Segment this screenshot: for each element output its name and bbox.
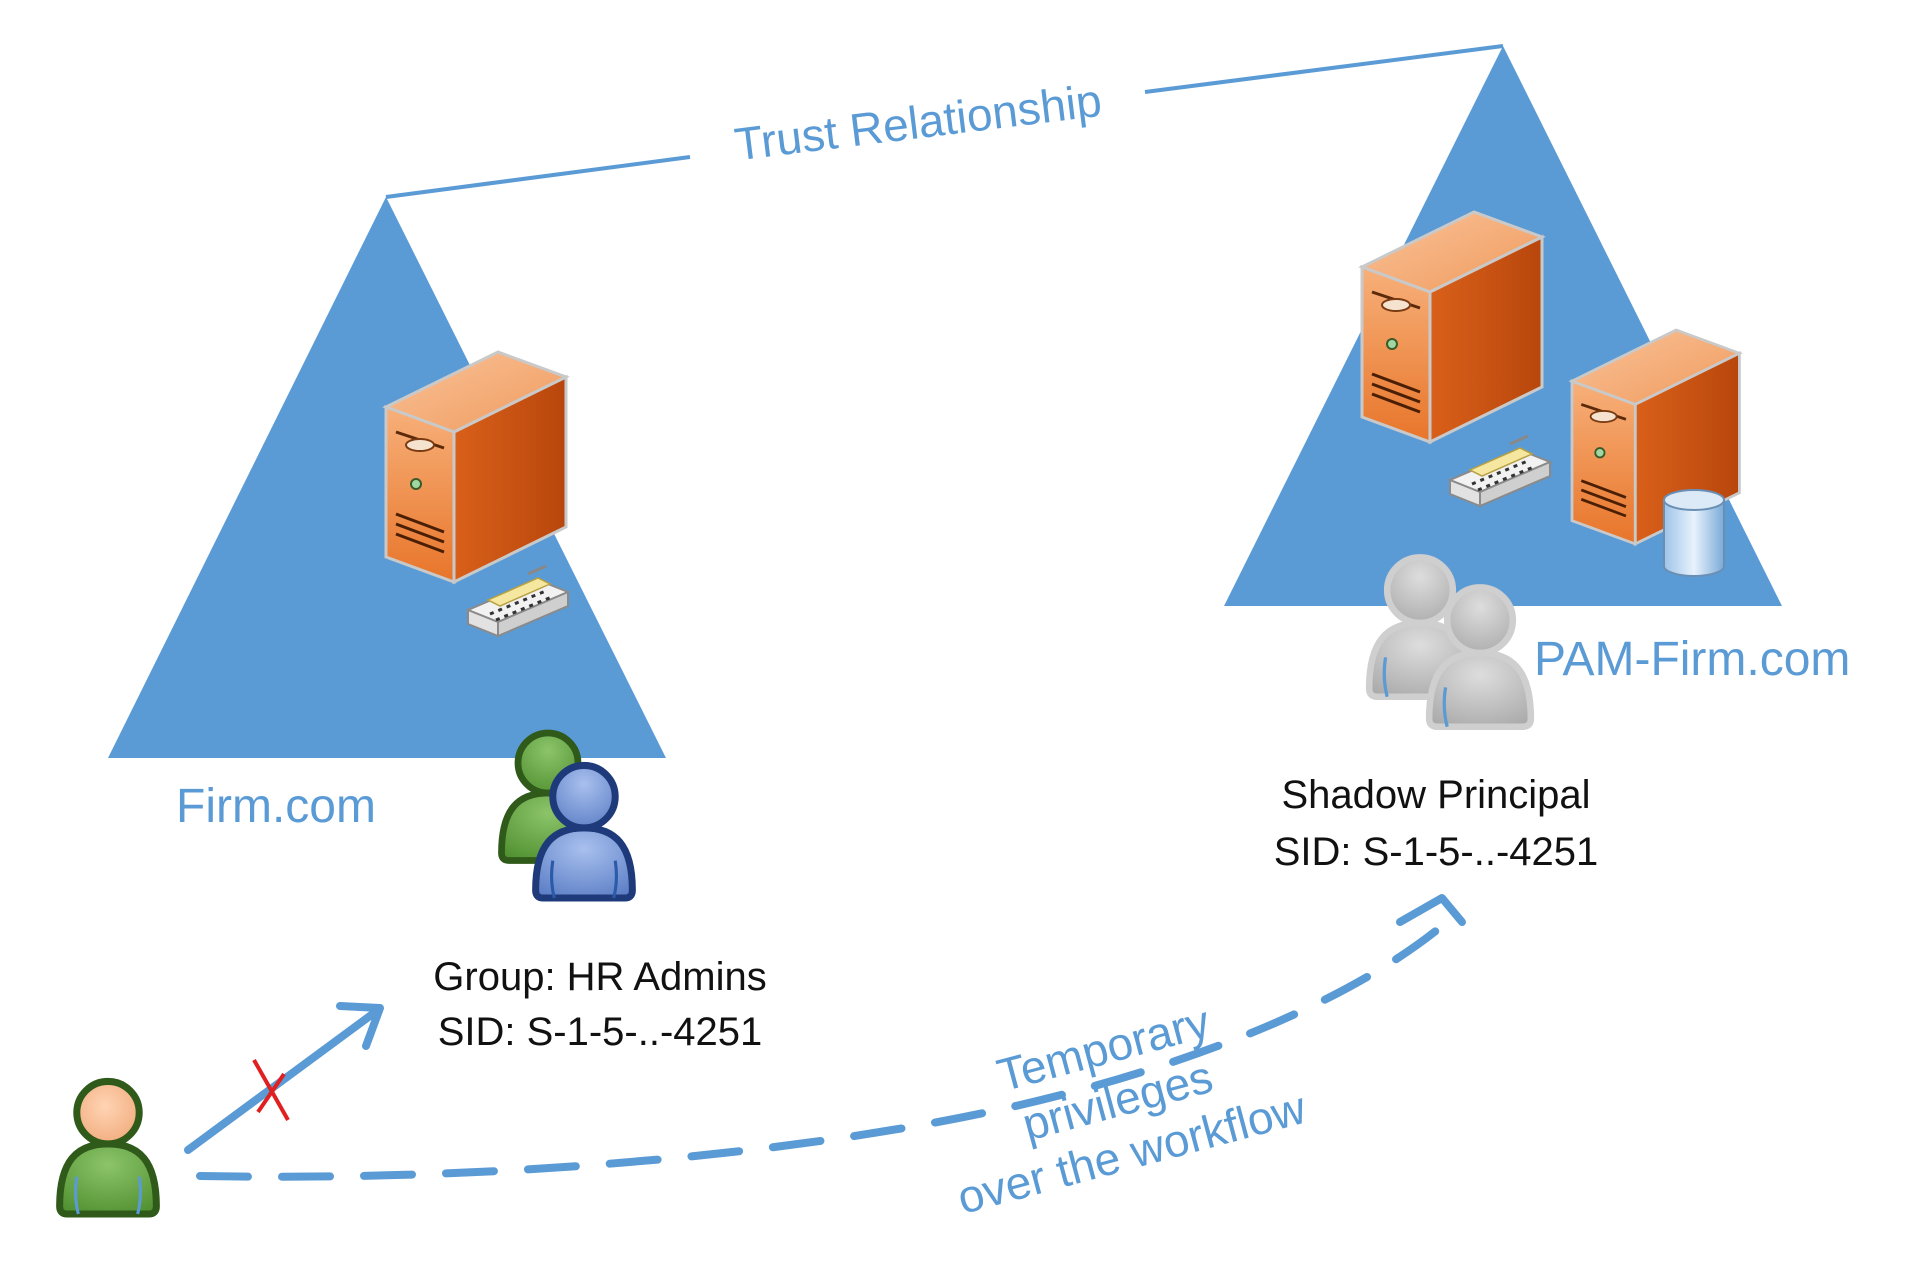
group-sid-label: SID: S-1-5-..-4251 [438,1010,763,1054]
trust-line [385,44,1504,199]
firm-domain-label: Firm.com [176,780,376,833]
trust-relationship-label: Trust Relationship [732,74,1105,171]
shadow-principal-label: Shadow Principal [1281,773,1590,817]
user-icon [56,1077,160,1218]
shadow-sid-label: SID: S-1-5-..-4251 [1274,830,1599,874]
pam-firm-domain-label: PAM-Firm.com [1534,633,1850,686]
denied-cross-icon [252,1059,290,1121]
database-icon [1663,489,1725,577]
temporary-access-arrow [196,894,1466,1181]
shadow-group-icon [1369,557,1531,726]
group-name-label: Group: HR Admins [433,955,766,999]
temporary-privileges-label: Temporary privileges over the workflow [952,995,1312,1224]
direct-access-arrow [184,1002,384,1154]
user-group-icon [502,733,633,898]
